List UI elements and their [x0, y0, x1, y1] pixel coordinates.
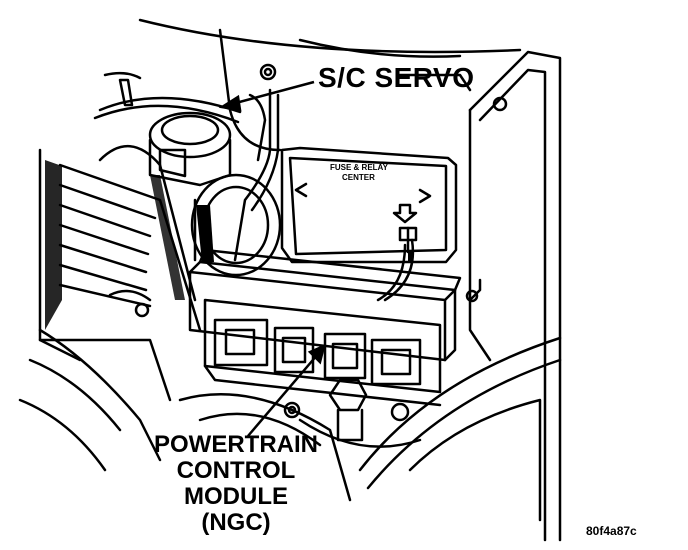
pcm-label-line-3: MODULE	[184, 483, 288, 510]
shading	[45, 160, 412, 330]
fuse-box-title-2: CENTER	[342, 173, 375, 182]
powertrain-control-module	[188, 248, 462, 407]
pcm-connectors	[213, 318, 422, 386]
pcm-label-line-4: (NGC)	[201, 509, 271, 536]
sc-servo	[93, 71, 280, 262]
fender-panel	[358, 50, 562, 542]
pcm-label-line-1: POWERTRAIN	[154, 431, 318, 458]
bolts-hardware	[178, 378, 422, 502]
figure-code: 80f4a87c	[586, 524, 637, 538]
fuse-relay-center	[280, 146, 458, 302]
sc-servo-label: S/C SERVO	[318, 62, 475, 93]
pcm-label: POWERTRAIN CONTROL MODULE (NGC)	[146, 432, 326, 536]
leader-lines	[218, 80, 326, 437]
fuse-box-title-1: FUSE & RELAY	[330, 163, 389, 172]
pcm-label-line-2: CONTROL	[176, 457, 296, 484]
firewall	[138, 18, 522, 152]
